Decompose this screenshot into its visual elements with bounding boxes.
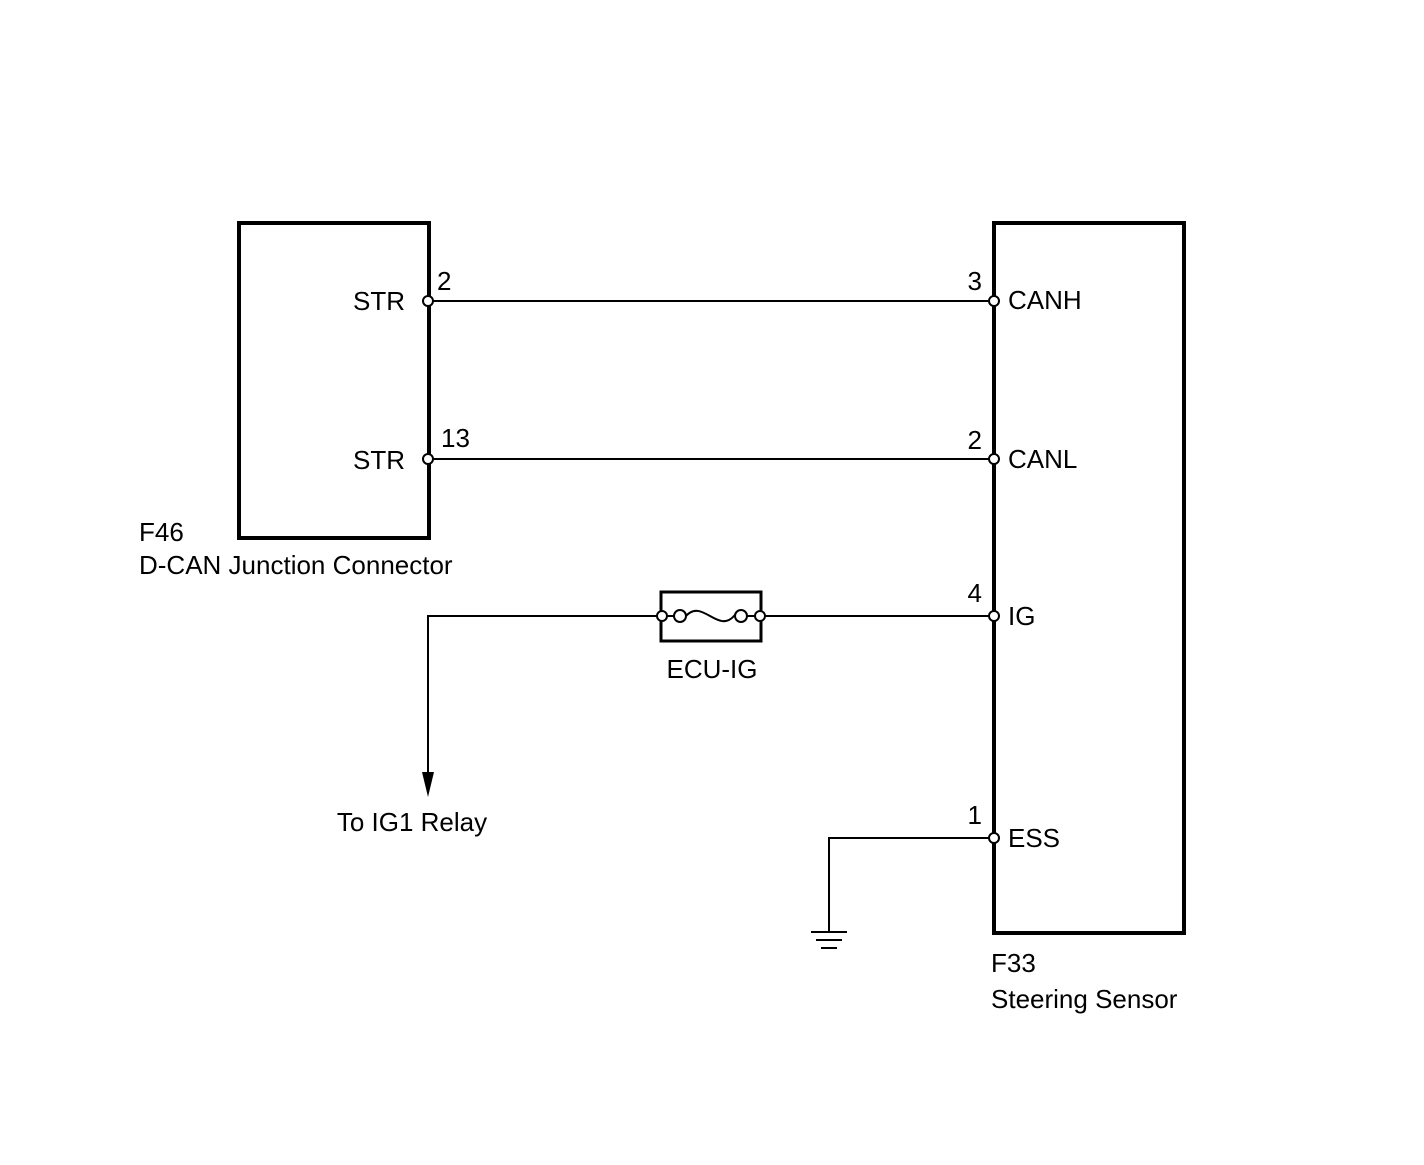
- arrow-down-icon: [422, 772, 434, 797]
- f46-connector-box: [237, 221, 431, 540]
- ground-icon: [811, 931, 847, 949]
- wire-ess-ground: [828, 837, 994, 932]
- f33-pin-1-number: 1: [968, 800, 982, 830]
- f33-pin-2-terminal: [988, 453, 1000, 465]
- f33-pin-2-number: 2: [968, 425, 982, 455]
- f46-name: D-CAN Junction Connector: [139, 550, 453, 580]
- wire-ig-left: [427, 615, 662, 775]
- f33-code: F33: [991, 948, 1036, 978]
- f33-pin-4-signal: IG: [1008, 601, 1035, 631]
- f33-pin-3-signal: CANH: [1008, 285, 1082, 315]
- fuse-label: ECU-IG: [667, 654, 758, 684]
- f46-pin-13-number: 13: [441, 423, 470, 453]
- f33-pin-2-signal: CANL: [1008, 444, 1077, 474]
- fuse-icon: [656, 590, 766, 643]
- f33-pin-3-terminal: [988, 295, 1000, 307]
- f46-pin-2-signal: STR: [353, 286, 405, 316]
- f33-pin-4-number: 4: [968, 578, 982, 608]
- f46-code: F46: [139, 517, 184, 547]
- f33-name: Steering Sensor: [991, 984, 1178, 1014]
- f33-pin-4-terminal: [988, 610, 1000, 622]
- f46-pin-13-terminal: [422, 453, 434, 465]
- f33-pin-3-number: 3: [968, 266, 982, 296]
- f33-connector-box: [992, 221, 1186, 935]
- relay-label: To IG1 Relay: [337, 807, 487, 837]
- f46-pin-13-signal: STR: [353, 445, 405, 475]
- f46-pin-2-terminal: [422, 295, 434, 307]
- f33-pin-1-signal: ESS: [1008, 823, 1060, 853]
- f46-pin-2-number: 2: [437, 266, 451, 296]
- f33-pin-1-terminal: [988, 832, 1000, 844]
